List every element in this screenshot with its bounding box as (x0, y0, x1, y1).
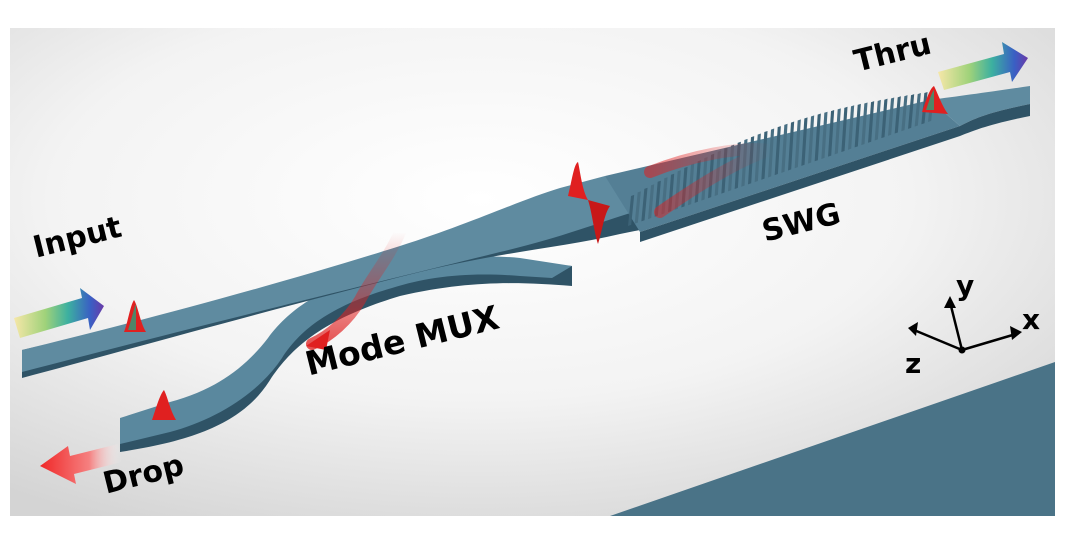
input-arrow (14, 288, 104, 338)
swg-tooth (868, 101, 875, 143)
coordinate-axes (908, 296, 1022, 354)
swg-tooth (848, 105, 855, 150)
swg-tooth (834, 108, 841, 155)
swg-tooth (821, 111, 828, 159)
thru-waveguide (930, 86, 1030, 126)
swg-tooth (908, 94, 915, 129)
swg-tooth (814, 113, 821, 162)
swg-tooth (854, 103, 861, 148)
swg-tooth (828, 109, 835, 157)
main-waveguide (22, 176, 640, 372)
swg-tooth (628, 194, 635, 226)
mode-profile-input (124, 300, 146, 332)
swg-tooth (774, 126, 781, 176)
swg-tooth (901, 95, 908, 132)
drop-arrow (40, 444, 122, 484)
mode-profile-thru (922, 86, 948, 114)
z-axis-label: z (905, 347, 922, 380)
x-axis-label: x (1022, 303, 1041, 336)
swg-tooth (788, 121, 795, 171)
swg-tooth (781, 123, 788, 173)
swg-tooth (801, 117, 808, 166)
swg-tooth (648, 184, 655, 220)
swg-tooth (808, 115, 815, 164)
swg-tooth (841, 106, 848, 153)
swg-tooth (641, 187, 648, 222)
thru-waveguide-side (960, 104, 1030, 136)
mode-profile-mux (568, 162, 610, 244)
mode-profile-drop (152, 390, 176, 420)
swg-tooth (894, 96, 901, 134)
swg-tooth (874, 99, 881, 141)
swg-tooth (634, 191, 641, 224)
mode-coupling-arrowhead (306, 330, 330, 350)
swg-tooth (794, 119, 801, 169)
swg-tooth (888, 97, 895, 136)
swg-tooth (861, 102, 868, 146)
swg-reflection-path (644, 143, 772, 218)
swg-tooth (881, 98, 888, 139)
swg-tooth (914, 93, 921, 127)
y-axis-label: y (956, 269, 975, 302)
drop-waveguide (120, 256, 572, 444)
thru-arrow (938, 42, 1028, 90)
substrate-slab (610, 362, 1055, 516)
